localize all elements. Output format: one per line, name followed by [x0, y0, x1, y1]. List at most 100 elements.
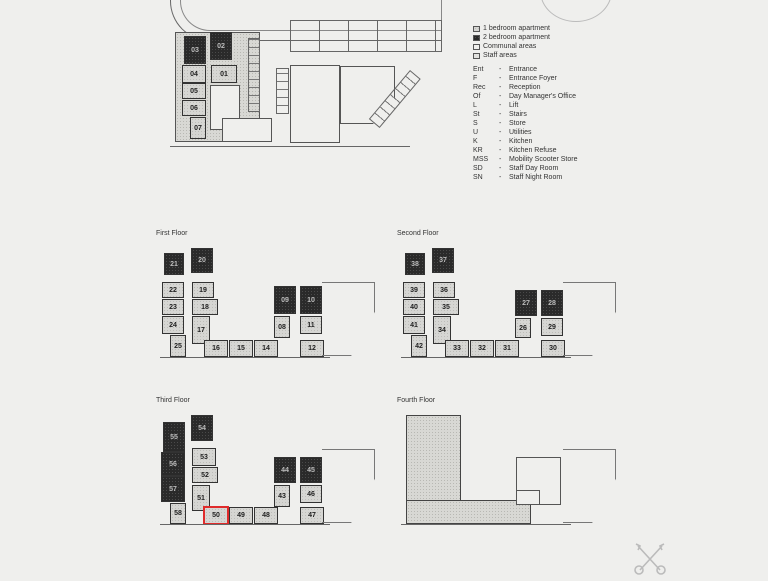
abbreviation-key: KR: [473, 147, 483, 154]
abbreviation-key: SD: [473, 165, 483, 172]
crossed-keys-icon: [632, 540, 668, 576]
unit-11: 11: [300, 316, 322, 334]
unit-03: 03: [184, 36, 206, 64]
unit-57: 57: [161, 476, 185, 502]
fourth-floor-base-wall: [401, 524, 571, 525]
abbreviation-row: St -Stairs: [473, 110, 577, 119]
parking-bays-left: [248, 38, 260, 112]
unit-28: 28: [541, 290, 563, 316]
unit-41: 41: [403, 316, 425, 334]
first-floor-plan: 21 20 22 19 23 18 24 17 25 16 15 14 09 1…: [160, 248, 380, 358]
unit-40: 40: [403, 299, 425, 315]
first-floor-title: First Floor: [156, 230, 188, 237]
abbreviation-row: U -Utilities: [473, 128, 577, 137]
unit-39: 39: [403, 282, 425, 298]
third-floor-roof-outline: [322, 449, 375, 523]
abbreviation-row: Rec-Reception: [473, 83, 577, 92]
unit-22: 22: [162, 282, 184, 298]
abbreviation-separator: -: [499, 111, 502, 118]
legend-item-1bed: 1 bedroom apartment: [473, 24, 577, 33]
lounge: [222, 118, 272, 142]
abbreviation-key: MSS: [473, 156, 489, 163]
unit-20: 20: [191, 248, 213, 273]
unit-10: 10: [300, 286, 322, 314]
unit-54: 54: [191, 415, 213, 441]
fourth-floor-roof-bottom: [406, 500, 531, 524]
unit-43: 43: [274, 485, 290, 507]
abbreviation-key: S: [473, 120, 478, 127]
unit-07: 07: [190, 117, 206, 139]
unit-14: 14: [254, 340, 278, 357]
abbreviation-desc: Utilities: [509, 129, 532, 136]
second-floor-roof-outline: [563, 282, 616, 356]
unit-38: 38: [405, 253, 425, 275]
unit-26: 26: [515, 318, 531, 338]
unit-42: 42: [411, 335, 427, 357]
abbreviation-row: Of-Day Manager's Office: [473, 92, 577, 101]
abbreviation-desc: Stairs: [509, 111, 527, 118]
abbreviation-separator: -: [499, 138, 502, 145]
abbreviation-key: Of: [473, 93, 481, 100]
boundary-line: [170, 146, 410, 147]
unit-52: 52: [192, 467, 218, 483]
abbreviation-separator: -: [499, 84, 502, 91]
unit-02: 02: [210, 32, 232, 60]
first-floor-roof-outline: [322, 282, 375, 356]
unit-56: 56: [161, 452, 185, 476]
unit-19: 19: [192, 282, 214, 298]
unit-35: 35: [433, 299, 459, 315]
unit-44: 44: [274, 457, 296, 483]
abbreviation-key: U: [473, 129, 479, 136]
parking-bays-top: [290, 20, 442, 52]
communal-swatch-icon: [473, 43, 480, 50]
unit-06: 06: [182, 100, 206, 116]
abbreviation-key: Rec: [473, 84, 486, 91]
third-floor-base-wall: [160, 524, 330, 525]
unit-12: 12: [300, 340, 324, 357]
roundabout: [540, 0, 612, 22]
unit-47: 47: [300, 507, 324, 524]
unit-32: 32: [470, 340, 494, 357]
abbreviation-desc: Staff Night Room: [509, 174, 563, 181]
unit-49: 49: [229, 507, 253, 524]
abbreviation-desc: Store: [509, 120, 526, 127]
unit-53: 53: [192, 448, 216, 466]
unit-08: 08: [274, 316, 290, 338]
unit-50-highlighted[interactable]: 50: [203, 506, 229, 525]
abbreviation-row: Ent-Entrance: [473, 65, 577, 74]
abbreviation-desc: Entrance Foyer: [509, 75, 557, 82]
abbreviation-separator: -: [499, 156, 502, 163]
unit-21: 21: [164, 253, 184, 275]
legend-item-staff: Staff areas: [473, 51, 577, 60]
staff-swatch-icon: [473, 52, 480, 59]
abbreviation-row: K-Kitchen: [473, 137, 577, 146]
two-bed-swatch-icon: [473, 34, 480, 41]
abbreviation-separator: -: [499, 174, 502, 181]
unit-33: 33: [445, 340, 469, 357]
unit-16: 16: [204, 340, 228, 357]
second-floor-plan: 38 37 39 36 40 35 41 34 42 33 32 31 27 2…: [401, 248, 621, 358]
unit-45: 45: [300, 457, 322, 483]
unit-51: 51: [192, 485, 210, 511]
abbreviation-desc: Kitchen: [509, 138, 533, 145]
abbreviation-separator: -: [499, 93, 502, 100]
unit-31: 31: [495, 340, 519, 357]
unit-29: 29: [541, 318, 563, 336]
legend-item-communal: Communal areas: [473, 42, 577, 51]
unit-55: 55: [163, 422, 185, 452]
abbreviation-desc: Staff Day Room: [509, 165, 559, 172]
abbreviation-desc: Lift: [509, 102, 519, 109]
ground-east-block: [290, 65, 340, 143]
stair-core: [516, 490, 540, 505]
one-bed-swatch-icon: [473, 25, 480, 32]
legend-item-2bed: 2 bedroom apartment: [473, 33, 577, 42]
fourth-floor-roof-left: [406, 415, 461, 515]
abbreviation-key: L: [473, 102, 477, 109]
abbreviation-separator: -: [499, 129, 502, 136]
abbreviation-key: F: [473, 75, 478, 82]
abbreviation-key: St: [473, 111, 480, 118]
unit-46: 46: [300, 485, 322, 503]
third-floor-title: Third Floor: [156, 397, 190, 404]
abbreviation-row: F-Entrance Foyer: [473, 74, 577, 83]
